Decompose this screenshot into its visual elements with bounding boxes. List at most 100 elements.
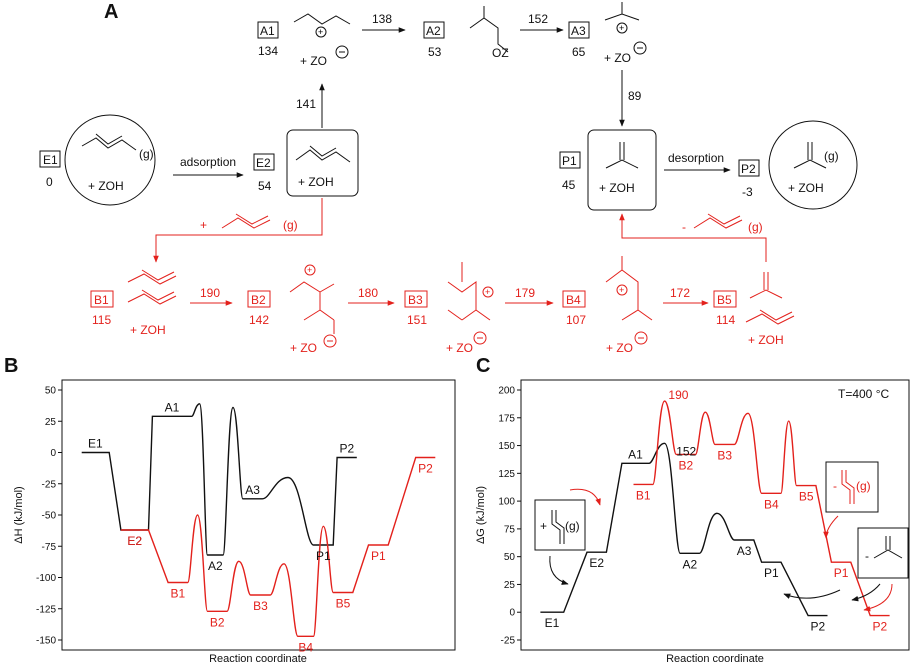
state-label-b2: B2 bbox=[210, 615, 225, 629]
b2-zo: + ZO bbox=[290, 341, 317, 355]
a1-carbenium-molecule bbox=[293, 13, 351, 25]
b3-label: B3 bbox=[408, 293, 423, 307]
energy-profile-series-2 bbox=[633, 400, 890, 617]
y-tick-label: 175 bbox=[498, 413, 515, 424]
inset-plus-gas: (g) bbox=[565, 519, 580, 533]
a3-plus-charge-icon bbox=[616, 22, 628, 34]
e2-adsorbed-box bbox=[286, 129, 359, 197]
a1-label-box bbox=[257, 21, 279, 39]
state-label-e2: E2 bbox=[127, 534, 142, 548]
inset-minus-isobutene: - bbox=[857, 527, 909, 579]
a3-label: A3 bbox=[571, 24, 586, 38]
state-a3: A3 65 + + ZO bbox=[568, 2, 647, 65]
e1-butene-molecule bbox=[81, 137, 137, 151]
b2-to-b3-value: 180 bbox=[358, 286, 378, 300]
b4-minus-charge-icon bbox=[634, 331, 648, 345]
state-label-b2: B2 bbox=[679, 458, 694, 472]
a1-minus-charge-icon bbox=[335, 45, 349, 59]
e2-to-b1-arrow bbox=[153, 198, 323, 263]
e1-zoh: + ZOH bbox=[88, 179, 124, 193]
state-b4: B4 107 + + ZO bbox=[562, 256, 653, 355]
a2-to-a3-value: 152 bbox=[528, 12, 548, 26]
e1-gas-phase-circle bbox=[64, 114, 156, 206]
energy-profile-series-2 bbox=[120, 456, 436, 637]
e1-double-bond bbox=[95, 133, 123, 145]
state-label-b1: B1 bbox=[171, 587, 186, 601]
a1-zo: + ZO bbox=[300, 54, 327, 68]
y-tick-label: -125 bbox=[36, 604, 56, 615]
svg-text:+: + bbox=[619, 23, 624, 33]
inset-plus-box bbox=[534, 499, 586, 551]
state-label-e2: E2 bbox=[589, 556, 604, 570]
b1-butene-1 bbox=[127, 273, 177, 285]
state-e2: E2 54 + ZOH bbox=[253, 129, 359, 197]
b4-octyl-carbenium bbox=[605, 269, 653, 321]
e2-to-a1-value: 141 bbox=[296, 97, 316, 111]
b4-label-box bbox=[562, 290, 586, 308]
chart-b-series bbox=[81, 403, 436, 637]
inset-minus-butene-icon bbox=[841, 470, 851, 504]
inset-minus-butene-gas: (g) bbox=[856, 479, 871, 493]
b5-path-minus: - bbox=[682, 220, 686, 234]
state-label-p1: P1 bbox=[764, 566, 779, 580]
b2-minus-charge-icon bbox=[323, 334, 337, 348]
b3-octyl-carbenium bbox=[447, 281, 491, 321]
y-tick-label: 150 bbox=[498, 441, 515, 452]
y-tick-label: 100 bbox=[498, 497, 515, 508]
b3-plus-charge-icon bbox=[482, 286, 494, 298]
state-label-p1: P1 bbox=[834, 566, 849, 580]
p2-isobutene-molecule bbox=[793, 159, 827, 169]
p2-label-box bbox=[738, 159, 760, 177]
inset-plus-arrow-down bbox=[549, 555, 569, 585]
b2-plus-charge-icon bbox=[304, 264, 316, 276]
svg-text:+: + bbox=[318, 27, 323, 37]
inset-minus-isobutene-arrow-red bbox=[863, 583, 893, 612]
b4-zo: + ZO bbox=[606, 341, 633, 355]
state-label-p1: P1 bbox=[371, 549, 386, 563]
b-path-plus: + bbox=[200, 218, 207, 232]
inset-plus-butene: + (g) bbox=[534, 499, 586, 551]
state-label-b1: B1 bbox=[636, 488, 651, 502]
b1-value: 115 bbox=[92, 313, 111, 327]
state-label-p2: P2 bbox=[873, 620, 888, 634]
inset-minus-butene: - (g) bbox=[825, 461, 879, 513]
e2-zoh: + ZOH bbox=[298, 175, 334, 189]
b5-path-gas-label: (g) bbox=[748, 220, 763, 234]
state-label-b4: B4 bbox=[298, 640, 313, 654]
a2-oz: OZ bbox=[492, 46, 509, 60]
a1-label: A1 bbox=[260, 24, 275, 38]
state-b5: B5 114 + ZOH bbox=[713, 272, 795, 347]
inset-minus-isobutene-arrow-to-p1 bbox=[783, 589, 841, 599]
b5-zoh: + ZOH bbox=[748, 333, 784, 347]
b3-value: 151 bbox=[407, 313, 427, 327]
state-label-a3: A3 bbox=[245, 483, 260, 497]
state-label-b4: B4 bbox=[764, 497, 779, 511]
y-tick-label: -50 bbox=[42, 511, 57, 522]
b2-label: B2 bbox=[251, 293, 266, 307]
y-tick-label: 200 bbox=[498, 386, 515, 397]
p2-gas-label: (g) bbox=[824, 149, 839, 163]
state-label-a3: A3 bbox=[737, 544, 752, 558]
a2-value: 53 bbox=[428, 45, 442, 59]
e2-label-box bbox=[253, 153, 275, 171]
chart-c-ylabel: ΔG (kJ/mol) bbox=[475, 486, 487, 544]
p1-isobutene-molecule bbox=[605, 159, 639, 169]
b5-to-p1-arrow bbox=[619, 213, 767, 262]
b5-butene bbox=[745, 313, 795, 325]
a3-minus-charge-icon bbox=[633, 41, 647, 55]
y-tick-label: 50 bbox=[45, 386, 57, 397]
inset-minus-isobutene-sign: - bbox=[865, 549, 869, 563]
state-label-e1: E1 bbox=[545, 616, 560, 630]
e1-gas-label: (g) bbox=[139, 147, 154, 161]
svg-text:+: + bbox=[307, 265, 312, 275]
peak-label-190: 190 bbox=[668, 388, 688, 402]
a2-alkoxide-molecule bbox=[469, 17, 509, 53]
inset-minus-butene-sign: - bbox=[833, 479, 837, 493]
chart-b-ylabel: ΔH (kJ/mol) bbox=[13, 486, 25, 543]
state-label-e1: E1 bbox=[88, 437, 103, 451]
svg-text:+: + bbox=[485, 287, 490, 297]
